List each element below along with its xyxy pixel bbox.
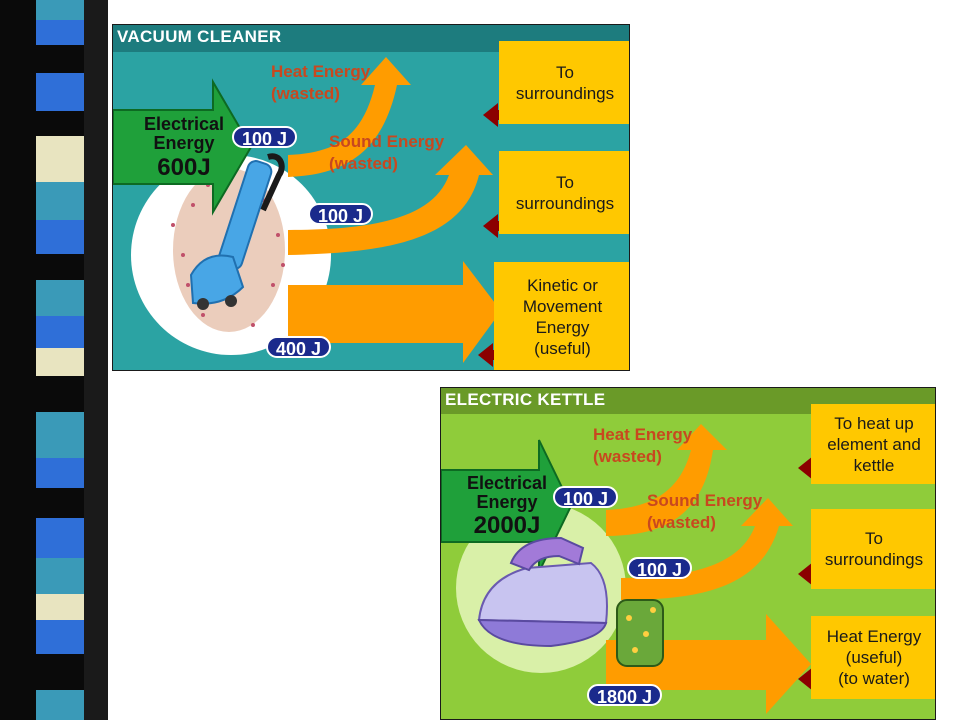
kettle-icon <box>477 536 664 667</box>
vacuum-cleaner-icon <box>189 153 285 310</box>
vacuum-sound-arrow <box>288 145 493 255</box>
vacuum-title: VACUUM CLEANER <box>117 27 282 46</box>
vacuum-useful-arrow <box>288 261 501 363</box>
vacuum-energy-drawing <box>113 57 511 367</box>
vacuum-dest-arrow-3 <box>478 343 506 367</box>
kettle-dest-box-2: To surroundings <box>811 509 935 589</box>
vacuum-useful-value: 400 J <box>266 336 332 359</box>
kettle-heat-label: Heat Energy (wasted) <box>593 425 693 466</box>
vacuum-sound-label: Sound Energy (wasted) <box>329 132 445 173</box>
vacuum-input-label: Electrical Energy <box>143 114 225 153</box>
vacuum-input-value: 600J <box>157 154 211 181</box>
vacuum-input-arrow <box>113 78 253 216</box>
kettle-sound-value: 100 J <box>627 557 693 580</box>
vacuum-cleaner-panel: VACUUM CLEANER Electri <box>112 24 630 371</box>
vacuum-heat-label: Heat Energy (wasted) <box>271 62 371 103</box>
vacuum-dest-box-3: Kinetic or Movement Energy (useful) <box>494 262 629 370</box>
kettle-sound-arrow <box>621 498 793 600</box>
kettle-dest-box-1: To heat up element and kettle <box>811 404 935 484</box>
vacuum-dest-box-1: To surroundings <box>499 41 629 124</box>
vacuum-dest-arrow-1 <box>483 103 511 127</box>
vacuum-sound-value: 100 J <box>308 203 374 226</box>
kettle-sound-label: Sound Energy (wasted) <box>647 491 763 532</box>
vacuum-dest-arrow-2 <box>483 214 511 238</box>
kettle-dest-box-3: Heat Energy (useful) (to water) <box>811 616 935 699</box>
electric-kettle-panel: ELECTRIC KETTLE Electrical Energy 2000J … <box>440 387 936 720</box>
kettle-title: ELECTRIC KETTLE <box>445 390 606 409</box>
kettle-input-value: 2000J <box>473 512 541 539</box>
decorative-strip <box>0 0 108 720</box>
kettle-input-label: Electrical Energy <box>466 473 548 512</box>
kettle-heat-value: 100 J <box>553 486 619 509</box>
vacuum-heat-value: 100 J <box>232 126 298 149</box>
kettle-heat-arrow <box>606 424 727 536</box>
vacuum-dest-box-2: To surroundings <box>499 151 629 234</box>
kettle-useful-value: 1800 J <box>587 684 663 707</box>
vacuum-heat-arrow <box>288 57 411 177</box>
